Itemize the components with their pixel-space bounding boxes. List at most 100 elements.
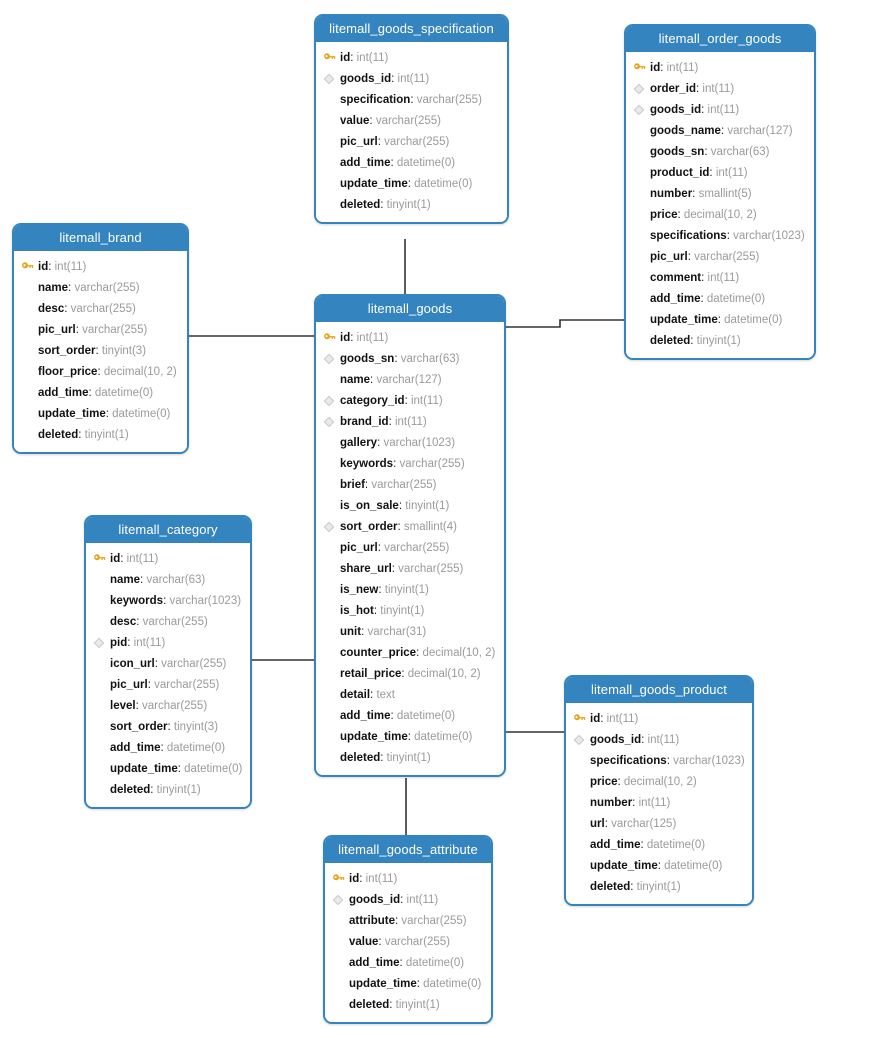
field-row[interactable]: update_time: datetime(0) bbox=[626, 309, 814, 330]
field-row[interactable]: pic_url: varchar(255) bbox=[14, 319, 187, 340]
field-row[interactable]: level: varchar(255) bbox=[86, 695, 250, 716]
field-row[interactable]: sort_order: smallint(4) bbox=[316, 516, 504, 537]
field-row[interactable]: deleted: tinyint(1) bbox=[626, 330, 814, 351]
field-row[interactable]: brief: varchar(255) bbox=[316, 474, 504, 495]
field-name: id bbox=[38, 260, 49, 273]
field-row[interactable]: name: varchar(63) bbox=[86, 569, 250, 590]
field-row[interactable]: icon_url: varchar(255) bbox=[86, 653, 250, 674]
field-row[interactable]: keywords: varchar(1023) bbox=[86, 590, 250, 611]
field-row[interactable]: url: varchar(125) bbox=[566, 813, 752, 834]
field-row[interactable]: goods_id: int(11) bbox=[626, 99, 814, 120]
field-row[interactable]: floor_price: decimal(10, 2) bbox=[14, 361, 187, 382]
field-row[interactable]: goods_id: int(11) bbox=[325, 889, 491, 910]
field-row[interactable]: deleted: tinyint(1) bbox=[316, 194, 507, 215]
field-row[interactable]: name: varchar(255) bbox=[14, 277, 187, 298]
field-row[interactable]: is_hot: tinyint(1) bbox=[316, 600, 504, 621]
field-row[interactable]: number: smallint(5) bbox=[626, 183, 814, 204]
field-row[interactable]: deleted: tinyint(1) bbox=[14, 424, 187, 445]
field-row[interactable]: is_on_sale: tinyint(1) bbox=[316, 495, 504, 516]
field-row[interactable]: specifications: varchar(1023) bbox=[626, 225, 814, 246]
field-row[interactable]: goods_sn: varchar(63) bbox=[626, 141, 814, 162]
field-row[interactable]: sort_order: tinyint(3) bbox=[14, 340, 187, 361]
field-row[interactable]: value: varchar(255) bbox=[316, 110, 507, 131]
field-row[interactable]: goods_sn: varchar(63) bbox=[316, 348, 504, 369]
field-row[interactable]: specifications: varchar(1023) bbox=[566, 750, 752, 771]
field-row[interactable]: add_time: datetime(0) bbox=[325, 952, 491, 973]
field-row[interactable]: id: int(11) bbox=[316, 47, 507, 68]
field-row[interactable]: desc: varchar(255) bbox=[86, 611, 250, 632]
field-row[interactable]: keywords: varchar(255) bbox=[316, 453, 504, 474]
field-row[interactable]: deleted: tinyint(1) bbox=[86, 779, 250, 800]
field-row[interactable]: goods_id: int(11) bbox=[316, 68, 507, 89]
field-row[interactable]: id: int(11) bbox=[316, 327, 504, 348]
key-icon bbox=[633, 61, 650, 75]
field-row[interactable]: price: decimal(10, 2) bbox=[566, 771, 752, 792]
field-row[interactable]: attribute: varchar(255) bbox=[325, 910, 491, 931]
field-row[interactable]: goods_name: varchar(127) bbox=[626, 120, 814, 141]
field-row[interactable]: sort_order: tinyint(3) bbox=[86, 716, 250, 737]
field-row[interactable]: update_time: datetime(0) bbox=[325, 973, 491, 994]
field-row[interactable]: id: int(11) bbox=[86, 548, 250, 569]
field-row[interactable]: value: varchar(255) bbox=[325, 931, 491, 952]
field-row[interactable]: id: int(11) bbox=[626, 57, 814, 78]
diamond-index-icon bbox=[633, 103, 650, 117]
field-row[interactable]: retail_price: decimal(10, 2) bbox=[316, 663, 504, 684]
key-icon bbox=[93, 552, 110, 566]
field-row[interactable]: pid: int(11) bbox=[86, 632, 250, 653]
field-row[interactable]: add_time: datetime(0) bbox=[86, 737, 250, 758]
field-name: goods_sn bbox=[650, 145, 705, 158]
field-row[interactable]: deleted: tinyint(1) bbox=[316, 747, 504, 768]
field-row[interactable]: price: decimal(10, 2) bbox=[626, 204, 814, 225]
field-row[interactable]: product_id: int(11) bbox=[626, 162, 814, 183]
entity-litemall_category[interactable]: litemall_category id: int(11)name: varcha… bbox=[84, 515, 252, 809]
field-row[interactable]: is_new: tinyint(1) bbox=[316, 579, 504, 600]
field-row[interactable]: add_time: datetime(0) bbox=[566, 834, 752, 855]
field-row[interactable]: order_id: int(11) bbox=[626, 78, 814, 99]
field-name: value bbox=[340, 114, 370, 127]
field-row[interactable]: update_time: datetime(0) bbox=[316, 173, 507, 194]
field-row[interactable]: desc: varchar(255) bbox=[14, 298, 187, 319]
field-row[interactable]: add_time: datetime(0) bbox=[316, 705, 504, 726]
field-row[interactable]: specification: varchar(255) bbox=[316, 89, 507, 110]
field-row[interactable]: update_time: datetime(0) bbox=[316, 726, 504, 747]
field-row[interactable]: pic_url: varchar(255) bbox=[626, 246, 814, 267]
field-row[interactable]: update_time: datetime(0) bbox=[566, 855, 752, 876]
field-row[interactable]: share_url: varchar(255) bbox=[316, 558, 504, 579]
field-icon-none bbox=[93, 783, 110, 797]
field-row[interactable]: id: int(11) bbox=[325, 868, 491, 889]
field-row[interactable]: update_time: datetime(0) bbox=[86, 758, 250, 779]
field-row[interactable]: counter_price: decimal(10, 2) bbox=[316, 642, 504, 663]
field-type: varchar(255) bbox=[384, 541, 450, 554]
field-type: datetime(0) bbox=[94, 386, 154, 399]
field-row[interactable]: pic_url: varchar(255) bbox=[86, 674, 250, 695]
diamond-index-icon bbox=[323, 520, 340, 534]
field-row[interactable]: detail: text bbox=[316, 684, 504, 705]
field-row[interactable]: pic_url: varchar(255) bbox=[316, 537, 504, 558]
field-row[interactable]: pic_url: varchar(255) bbox=[316, 131, 507, 152]
field-row[interactable]: comment: int(11) bbox=[626, 267, 814, 288]
field-row[interactable]: add_time: datetime(0) bbox=[316, 152, 507, 173]
field-row[interactable]: goods_id: int(11) bbox=[566, 729, 752, 750]
field-row[interactable]: number: int(11) bbox=[566, 792, 752, 813]
field-row[interactable]: unit: varchar(31) bbox=[316, 621, 504, 642]
field-type: tinyint(1) bbox=[380, 604, 425, 617]
field-row[interactable]: deleted: tinyint(1) bbox=[566, 876, 752, 897]
field-row[interactable]: name: varchar(127) bbox=[316, 369, 504, 390]
field-row[interactable]: brand_id: int(11) bbox=[316, 411, 504, 432]
entity-title-litemall_category: litemall_category bbox=[86, 517, 250, 543]
field-row[interactable]: add_time: datetime(0) bbox=[14, 382, 187, 403]
field-row[interactable]: id: int(11) bbox=[566, 708, 752, 729]
field-row[interactable]: add_time: datetime(0) bbox=[626, 288, 814, 309]
field-row[interactable]: update_time: datetime(0) bbox=[14, 403, 187, 424]
field-row[interactable]: deleted: tinyint(1) bbox=[325, 994, 491, 1015]
field-icon-none bbox=[323, 625, 340, 639]
field-row[interactable]: id: int(11) bbox=[14, 256, 187, 277]
field-row[interactable]: category_id: int(11) bbox=[316, 390, 504, 411]
field-row[interactable]: gallery: varchar(1023) bbox=[316, 432, 504, 453]
